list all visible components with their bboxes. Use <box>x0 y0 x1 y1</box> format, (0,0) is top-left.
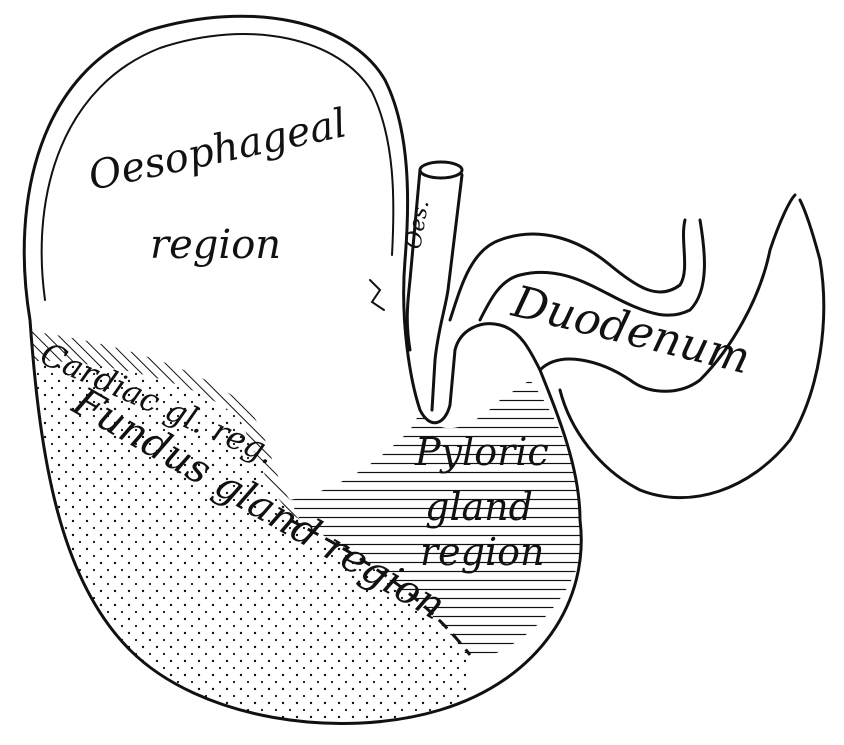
stomach-outline <box>22 14 583 725</box>
oesophageal-label-line1: Oesophageal <box>85 100 351 200</box>
cardiac-region-fill <box>24 330 300 520</box>
pyloric-label-line2: gland <box>425 485 533 529</box>
fundus-pyloric-boundary <box>289 518 472 656</box>
duodenum-tube <box>369 193 826 500</box>
oesophagus-tube <box>405 160 464 412</box>
stomach-inner-wall <box>40 33 395 301</box>
pyloric-label-line3: region <box>420 530 544 574</box>
oesophageal-label-line2: region <box>150 222 281 268</box>
pyloric-label-line1: Pyloric <box>414 430 549 474</box>
pyloric-region-fill <box>290 317 582 660</box>
